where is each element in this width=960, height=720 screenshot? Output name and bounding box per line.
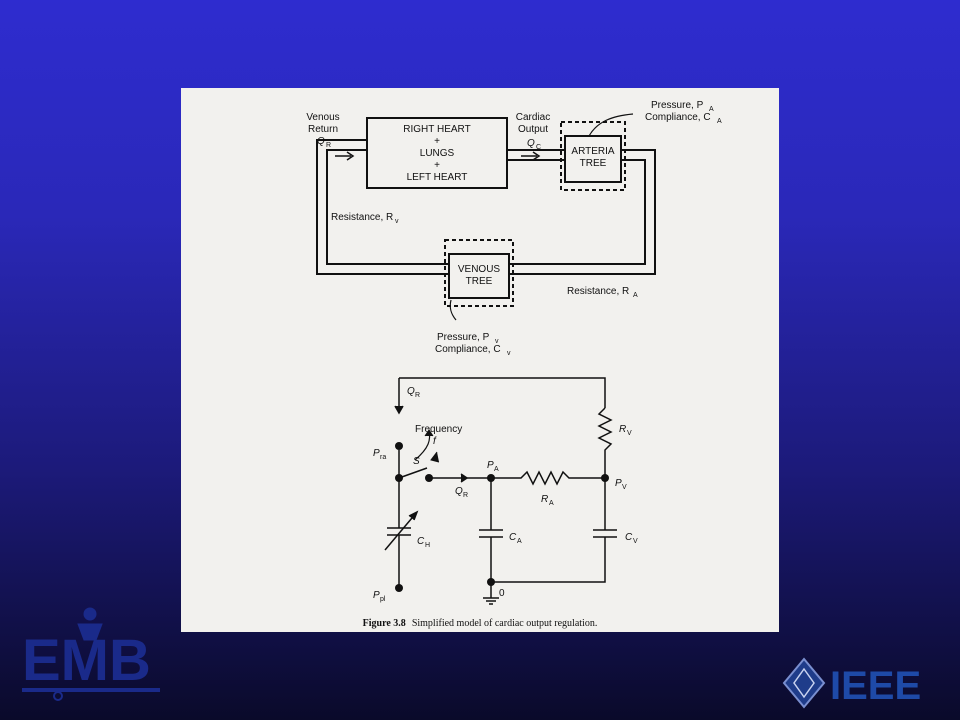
- circuit-qr-top-sub: R: [415, 392, 420, 399]
- qr-label: Q: [317, 136, 325, 147]
- venous-tree-line-1: VENOUS: [458, 264, 501, 275]
- pressure-a-sub: A: [709, 106, 714, 113]
- frequency-label: Frequency: [415, 424, 462, 435]
- ch-sub: H: [425, 542, 430, 549]
- ca-sub: A: [517, 538, 522, 545]
- cv-label: C: [625, 532, 633, 543]
- pa-sub: A: [494, 466, 499, 473]
- compliance-a-label: Compliance, C: [645, 112, 711, 123]
- ra-sub: A: [549, 500, 554, 507]
- arteria-line-1: ARTERIA: [571, 146, 614, 157]
- figure-scan: Venous Return Q R RIGHT HEART + LUNGS + …: [181, 88, 779, 632]
- frequency-f: f: [433, 436, 437, 447]
- pa-label: P: [487, 460, 494, 471]
- compliance-a-sub: A: [717, 118, 722, 125]
- venous-return-label: Venous: [306, 112, 339, 123]
- arteria-tree-box: [564, 135, 622, 183]
- figure-caption: Figure 3.8 Simplified model of cardiac ou…: [181, 618, 779, 629]
- circuit-qr-top: Q: [407, 386, 415, 397]
- circuit-qr-mid: Q: [455, 486, 463, 497]
- venous-tree-line-2: TREE: [466, 276, 493, 287]
- venous-return-label-2: Return: [308, 124, 338, 135]
- cardiac-label: Cardiac: [516, 112, 550, 123]
- resistance-v-label: Resistance, R: [331, 212, 393, 223]
- resistance-a-sub: A: [633, 292, 638, 299]
- qc-label: Q: [527, 138, 535, 149]
- resistance-a-label: Resistance, R: [567, 286, 629, 297]
- resistance-v-sub: v: [395, 218, 399, 225]
- pra-sub: ra: [380, 454, 386, 461]
- heart-line-2: LUNGS: [420, 148, 455, 159]
- cardiac-diagram: Venous Return Q R RIGHT HEART + LUNGS + …: [306, 100, 722, 605]
- rv-sub: V: [627, 430, 632, 437]
- ppl-sub: pl: [380, 596, 386, 603]
- emb-logo-text: EMB: [22, 628, 151, 693]
- emb-logo: EMB: [22, 607, 160, 701]
- caption-text: Simplified model of cardiac output regul…: [411, 618, 598, 629]
- venous-tree-box: [448, 253, 510, 299]
- heart-box: [366, 117, 508, 189]
- pv-sub: V: [622, 484, 627, 491]
- pra-label: P: [373, 448, 380, 459]
- heart-plus-2: +: [434, 160, 440, 171]
- qr-sub: R: [326, 142, 331, 149]
- qc-sub: C: [536, 144, 541, 151]
- circuit-qr-mid-sub: R: [463, 492, 468, 499]
- arteria-line-2: TREE: [580, 158, 607, 169]
- pressure-a-label: Pressure, P: [651, 100, 704, 111]
- pv-label: P: [615, 478, 622, 489]
- ca-label: C: [509, 532, 517, 543]
- heart-line-3: LEFT HEART: [407, 172, 468, 183]
- compliance-v-label: Compliance, C: [435, 344, 501, 355]
- ppl-label: P: [373, 590, 380, 601]
- switch-s-label: S: [413, 456, 420, 467]
- output-label: Output: [518, 124, 548, 135]
- ra-label: R: [541, 494, 548, 505]
- caption-label: Figure 3.8: [362, 618, 406, 629]
- rv-label: R: [619, 424, 626, 435]
- pressure-v-sub: v: [495, 338, 499, 345]
- ground-zero-label: 0: [499, 588, 505, 599]
- ieee-logo-text: IEEE: [830, 664, 921, 708]
- cv-sub: V: [633, 538, 638, 545]
- ieee-logo: IEEE: [782, 657, 921, 709]
- pressure-v-label: Pressure, P: [437, 332, 490, 343]
- ch-label: C: [417, 536, 425, 547]
- heart-plus-1: +: [434, 136, 440, 147]
- heart-line-1: RIGHT HEART: [403, 124, 470, 135]
- compliance-v-sub: v: [507, 350, 511, 357]
